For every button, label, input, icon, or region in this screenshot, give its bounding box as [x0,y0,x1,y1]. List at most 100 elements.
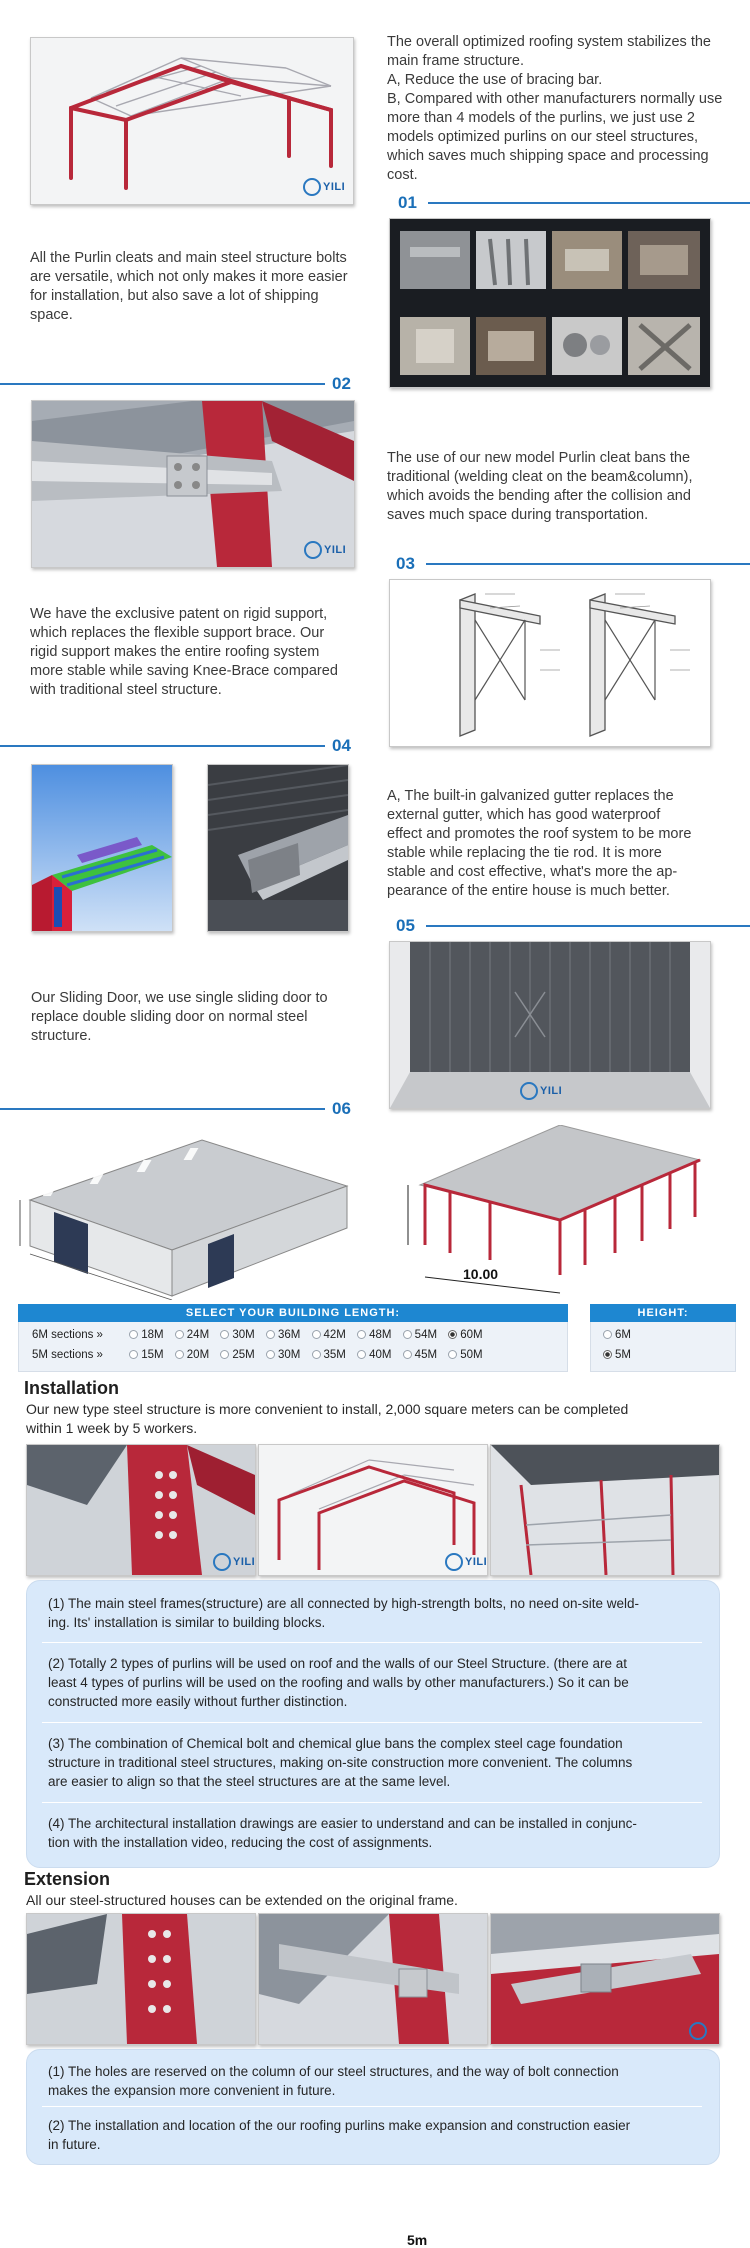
installation-photo-column: YILI [26,1444,256,1576]
purlin-cleat-closeup-render: YILI [31,400,355,568]
installation-point-2: (2) Totally 2 types of purlins will be u… [48,1654,629,1711]
radio-icon[interactable] [174,1330,184,1339]
yili-logo-icon [213,1553,231,1571]
length-option[interactable]: 30M [265,1346,301,1364]
length-option[interactable]: 45M [402,1346,438,1364]
section-04-line: external gutter, which has good waterpro… [387,807,661,823]
length-option-label: 54M [414,1329,438,1341]
section-04-line: A, The built-in galvanized gutter replac… [387,788,674,804]
section-number-02: 02 [332,374,351,393]
length-option-label: 48M [369,1329,392,1341]
section-04-line: stable while replacing the tie rod. It i… [387,845,662,861]
length-option-label: 36M [277,1329,301,1341]
section-02-line: The use of our new model Purlin cleat ba… [387,450,691,466]
radio-icon[interactable] [357,1350,367,1359]
radio-icon[interactable] [357,1330,367,1339]
section-divider [426,925,750,927]
length-option-label: 40M [369,1349,392,1361]
radio-icon[interactable] [129,1350,139,1359]
yili-logo-icon [520,1082,538,1100]
installation-point-line: (2) Totally 2 types of purlins will be u… [48,1656,628,1671]
length-option-label: 30M [232,1329,255,1341]
height-option-label: 6M [615,1329,631,1341]
length-option-label: 45M [414,1349,438,1361]
steel-frame-render-image: YILI [30,37,354,205]
section-02-text: The use of our new model Purlin cleat ba… [387,449,692,525]
installation-point-line: are easier to align so that the steel st… [48,1774,451,1789]
extension-point-line: in future. [48,2137,101,2152]
width-dimension-label: 10.00 [463,1266,499,1282]
installation-description-line: within 1 week by 5 workers. [26,1420,198,1436]
section-05-line: Our Sliding Door, we use single sliding … [31,990,328,1006]
installation-photo-frame: YILI [258,1444,488,1576]
gutter-roof-render [207,764,349,932]
installation-point-line: tion with the installation video, reduci… [48,1835,433,1850]
extension-points-box [26,2049,720,2165]
height-option[interactable]: 6M [603,1326,631,1344]
length-option[interactable]: 42M [311,1326,346,1344]
height-dimension-label: 5m [407,2232,428,2248]
length-option[interactable]: 25M [220,1346,255,1364]
height-option-selected[interactable]: 5M [603,1346,631,1364]
installation-photo-roof [490,1444,720,1576]
length-option[interactable]: 54M [402,1326,438,1344]
installation-point-line: ing. Its' installation is similar to bui… [48,1615,326,1630]
radio-icon[interactable] [174,1350,184,1359]
length-option[interactable]: 50M [448,1346,483,1364]
warehouse-exterior-drawing [12,1128,352,1301]
yili-logo-text: YILI [540,1085,563,1097]
radio-icon[interactable] [603,1330,612,1339]
length-option[interactable]: 36M [265,1326,301,1344]
length-option[interactable]: 35M [311,1346,346,1364]
section-number-01: 01 [398,193,417,212]
section-01-text: All the Purlin cleats and main steel str… [30,249,348,325]
length-option-label: 30M [277,1349,301,1361]
length-option[interactable]: 48M [357,1326,391,1344]
radio-icon[interactable] [448,1350,458,1359]
length-option-selected[interactable]: 60M [448,1326,483,1344]
section-02-line: saves much space during transportation. [387,507,649,523]
purlin-cleats-bolts-photo-grid [389,218,711,388]
installation-point-1: (1) The main steel frames(structure) are… [48,1594,639,1632]
radio-icon[interactable] [265,1350,275,1359]
length-option[interactable]: 30M [220,1326,255,1344]
radio-selected-icon[interactable] [448,1330,458,1339]
length-option[interactable]: 40M [357,1346,391,1364]
length-option[interactable]: 18M [129,1326,164,1344]
installation-point-line: (3) The combination of Chemical bolt and… [48,1736,623,1751]
radio-icon[interactable] [220,1350,230,1359]
length-option-label: 42M [323,1329,346,1341]
radio-icon[interactable] [311,1350,321,1359]
installation-point-divider [42,1642,702,1643]
section-05-line: replace double sliding door on normal st… [31,1009,308,1025]
radio-icon[interactable] [311,1330,321,1339]
steel-frame-dimension-drawing: 5m 10.00 [380,1124,720,2248]
length-option[interactable]: 20M [174,1346,210,1364]
radio-selected-icon[interactable] [603,1350,612,1359]
installation-description: Our new type steel structure is more con… [26,1400,628,1438]
radio-icon[interactable] [265,1330,275,1339]
section-04-line: pearance of the entire house is much bet… [387,883,670,899]
installation-heading: Installation [24,1378,120,1398]
length-option-label: 20M [186,1349,210,1361]
length-option-label: 24M [186,1329,210,1341]
yili-logo-icon [304,541,322,559]
extension-point-line: makes the expansion more convenient in f… [48,2083,336,2098]
yili-logo-icon [689,2022,707,2040]
length-option[interactable]: 15M [129,1346,164,1364]
section-number-03: 03 [396,554,415,573]
section-04-line: stable and cost effective, what's more t… [387,864,678,880]
length-option-label: 25M [232,1349,255,1361]
length-option-label: 50M [460,1349,483,1361]
radio-icon[interactable] [220,1330,230,1339]
section-01-line: for installation, but also save a lot of… [30,288,319,304]
radio-icon[interactable] [402,1330,412,1339]
extension-point-line: (1) The holes are reserved on the column… [48,2064,619,2079]
length-option[interactable]: 24M [174,1326,210,1344]
installation-point-divider [42,1802,702,1803]
length-option-label: 35M [323,1349,346,1361]
radio-icon[interactable] [129,1330,139,1339]
radio-icon[interactable] [402,1350,412,1359]
section-number-06: 06 [332,1099,351,1118]
extension-description: All our steel-structured houses can be e… [26,1892,458,1908]
